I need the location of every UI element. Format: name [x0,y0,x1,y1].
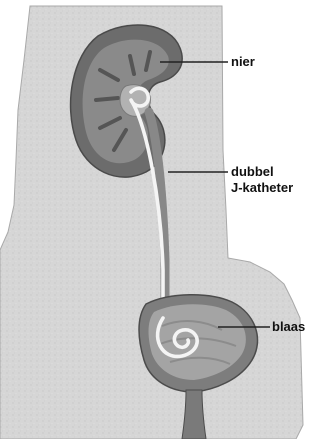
kidney-label: nier [231,54,255,69]
bladder-label: blaas [272,319,305,334]
catheter-label-line2: J-katheter [231,180,293,195]
catheter-label-line1: dubbel [231,164,274,179]
